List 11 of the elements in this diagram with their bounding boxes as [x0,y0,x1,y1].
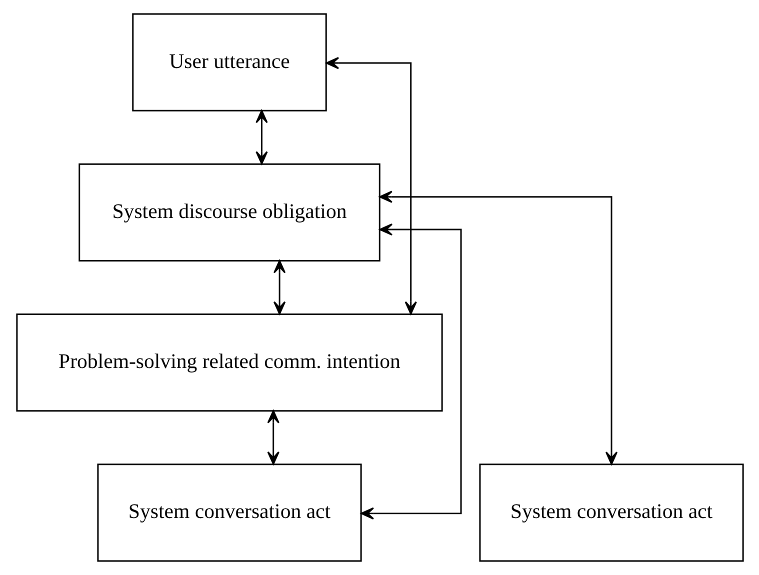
node-box: System conversation act [478,464,744,562]
node-box: Problem-solving related comm. intention [16,314,442,412]
node-box: User utterance [132,13,326,112]
arrow [378,190,618,465]
arrow [266,410,279,465]
arrow [325,56,416,315]
arrow [255,110,268,164]
arrow [360,223,462,520]
node-box: System discourse obligation [78,163,380,262]
arrow [272,260,286,315]
node-box: System conversation act [96,464,362,562]
